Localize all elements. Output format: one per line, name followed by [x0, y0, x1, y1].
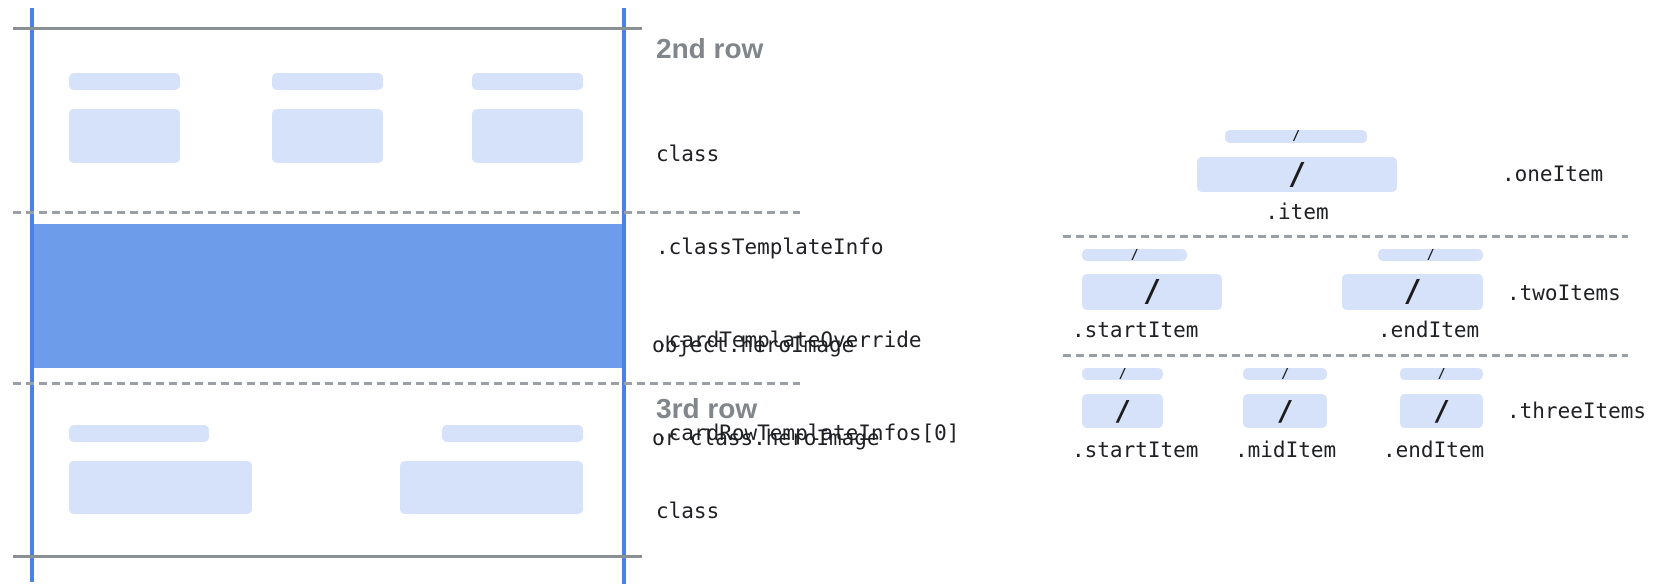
two-items-start-label: .startItem [1072, 318, 1199, 342]
one-item-label-placeholder: / [1225, 130, 1367, 143]
slash-mark: / [1292, 129, 1300, 144]
slash-mark: / [1276, 394, 1294, 427]
row3-end-label-placeholder [442, 425, 583, 442]
slash-mark: / [1281, 366, 1289, 382]
three-items-end-value-placeholder: / [1400, 394, 1483, 428]
row2-col2-label-placeholder [272, 73, 383, 90]
slash-mark: / [1426, 247, 1435, 263]
row2-col2-value-placeholder [272, 109, 383, 163]
row2-path-line: .classTemplateInfo [656, 235, 884, 259]
hero-image-path: object.heroImage or class.heroImage [652, 268, 880, 516]
card-left-edge-line [30, 8, 34, 582]
three-items-end-label-placeholder: / [1400, 366, 1483, 382]
two-items-end-label: .endItem [1378, 318, 1480, 342]
card-right-edge-line [622, 8, 626, 584]
hero-path-line: object.heroImage [652, 333, 855, 357]
slash-mark: / [1130, 247, 1139, 263]
row2-path-line: .cardTemplateOverride [656, 328, 922, 352]
two-items-end-value-placeholder: / [1342, 274, 1483, 310]
row3-start-label-placeholder [69, 425, 209, 442]
three-items-label: .threeItems [1507, 399, 1647, 423]
row3-heading: 3rd row [656, 393, 758, 424]
slash-mark: / [1118, 366, 1127, 382]
row3-end-value-placeholder [400, 461, 583, 514]
card-top-line [13, 27, 642, 30]
hero-image-band [30, 224, 626, 368]
hero-path-line: or class.heroImage [652, 426, 880, 450]
three-items-start-label-placeholder: / [1082, 366, 1163, 382]
slash-mark: / [1287, 156, 1307, 192]
row2-col1-label-placeholder [69, 73, 180, 90]
row2-bottom-dashed-line [13, 211, 800, 214]
legend-dashed-separator-1 [1063, 235, 1628, 238]
row3-class-path: class .classTemplateInfo .cardTemplateOv… [656, 436, 959, 584]
one-item-item-label: .item [1265, 200, 1329, 224]
two-items-end-label-placeholder: / [1378, 247, 1483, 263]
three-items-mid-label: .midItem [1235, 438, 1337, 462]
hero-bottom-dashed-line [13, 382, 800, 385]
row2-path-line: class [656, 142, 720, 166]
three-items-start-label: .startItem [1072, 438, 1199, 462]
row2-heading: 2nd row [656, 33, 764, 64]
slash-mark: / [1114, 394, 1131, 427]
three-items-end-label: .endItem [1383, 438, 1485, 462]
slash-mark: / [1142, 274, 1162, 309]
slash-mark: / [1437, 366, 1446, 382]
row3-start-value-placeholder [69, 461, 252, 514]
row2-class-path: class .classTemplateInfo .cardTemplateOv… [656, 77, 959, 511]
row3-path-line: class [656, 499, 720, 523]
row2-col3-label-placeholder [472, 73, 583, 90]
row2-col1-value-placeholder [69, 109, 180, 163]
row2-col3-value-placeholder [472, 109, 583, 163]
slash-mark: / [1403, 274, 1422, 309]
two-items-start-value-placeholder: / [1082, 274, 1222, 310]
three-items-start-value-placeholder: / [1082, 394, 1163, 428]
two-items-start-label-placeholder: / [1082, 247, 1187, 263]
three-items-mid-value-placeholder: / [1243, 394, 1327, 428]
row2-path-line: .cardRowTemplateInfos[0] [656, 421, 960, 445]
one-item-label: .oneItem [1502, 162, 1604, 186]
legend-dashed-separator-2 [1063, 354, 1628, 357]
two-items-label: .twoItems [1507, 281, 1621, 305]
three-items-mid-label-placeholder: / [1243, 366, 1327, 382]
slash-mark: / [1433, 394, 1450, 427]
one-item-value-placeholder: / [1197, 157, 1397, 192]
card-bottom-line [13, 555, 642, 558]
